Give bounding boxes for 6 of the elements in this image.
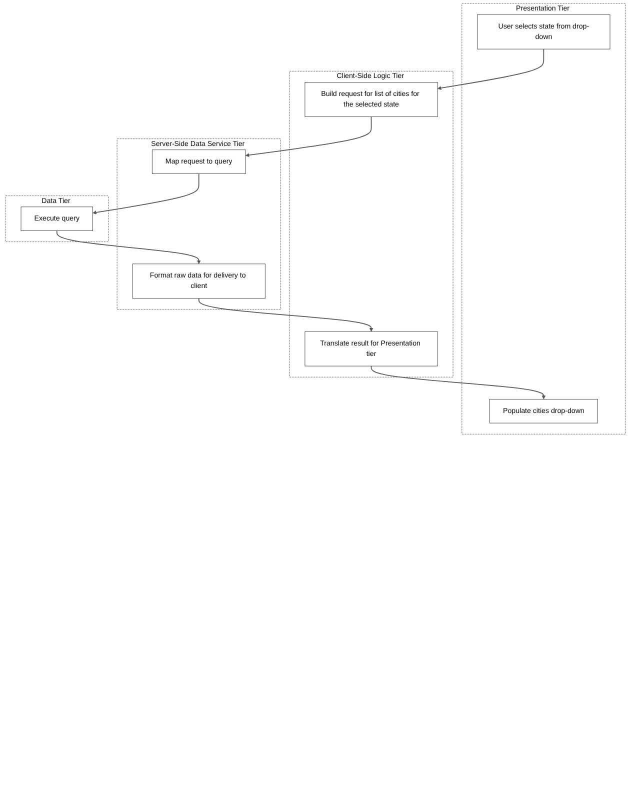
arrow — [198, 298, 374, 332]
arrow — [56, 230, 201, 264]
arrow — [370, 366, 546, 400]
arrow — [437, 48, 544, 90]
arrow — [92, 173, 200, 214]
arrow — [245, 116, 372, 158]
